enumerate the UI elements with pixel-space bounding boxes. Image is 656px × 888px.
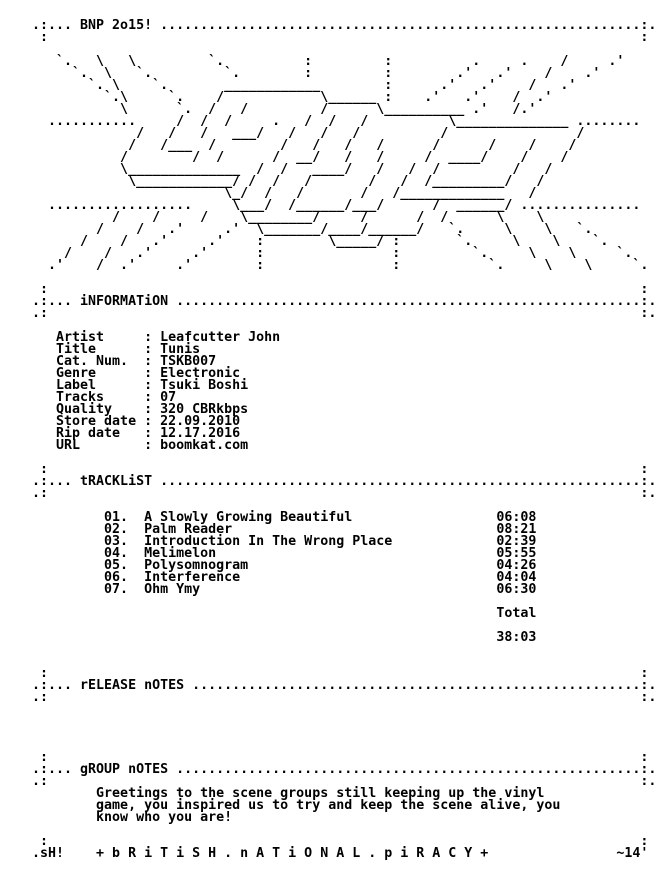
ascii-logo-line: / / .' .' : : `. \ \ `. bbox=[64, 246, 633, 261]
info-row: Artist : Leafcutter John bbox=[56, 330, 281, 345]
ascii-logo-line: / /___ / / / / / / / / / bbox=[128, 138, 577, 153]
nfo-document: .:... BNP 2o15! ........................… bbox=[32, 19, 656, 860]
border-line: : : bbox=[40, 834, 649, 849]
track-row: 02. Palm Reader 08:21 bbox=[104, 522, 537, 537]
info-row: Tracks : 07 bbox=[56, 390, 177, 405]
border-line: .: :. bbox=[32, 486, 656, 501]
ascii-logo-line: .................. \___/ /______/___/ / … bbox=[48, 198, 641, 213]
nfo-text: .:... BNP 2o15! ........................… bbox=[32, 19, 656, 860]
group-notes-line: Greetings to the scene groups still keep… bbox=[96, 786, 545, 801]
ascii-logo-line: `.\ `. / \______ : .' .' / .' bbox=[104, 90, 553, 105]
ascii-logo-line: .' / .' .' : : `. \ \ `. bbox=[48, 258, 649, 273]
footer-line: .sH! + b R i T i S H . n A T i O N A L .… bbox=[32, 846, 649, 861]
ascii-logo-line: / / / \________/ / / / \ \ bbox=[112, 210, 545, 225]
section-header-information: .:... iNFORMATiON ......................… bbox=[32, 294, 656, 309]
border-line: .: :. bbox=[32, 306, 656, 321]
ascii-logo-line: / / .' .' \_______/____/______/ `. \ \ `… bbox=[96, 222, 593, 237]
info-row: Store date : 22.09.2010 bbox=[56, 414, 241, 429]
ascii-logo-line: / / / ___/ / / / / / bbox=[136, 126, 585, 141]
section-header-tracklist: .:... tRACKLiST ........................… bbox=[32, 474, 656, 489]
total-label-line: Total bbox=[496, 606, 537, 621]
ascii-logo-line: ........... / / / . / / / \_____________… bbox=[48, 114, 641, 129]
ascii-logo-line: \ `. / / / \__________ .' /.' bbox=[120, 102, 537, 117]
border-line: .: :. bbox=[32, 690, 656, 705]
info-row: Genre : Electronic bbox=[56, 366, 241, 381]
track-row: 07. Ohm Ymy 06:30 bbox=[104, 582, 537, 597]
ascii-logo-line: / / .' .' : \_____/ : `. \ \ `. bbox=[80, 234, 609, 249]
ascii-logo-line: `. \ \ `. : : . . / .' bbox=[56, 54, 625, 69]
info-row: URL : boomkat.com bbox=[56, 438, 249, 453]
track-row: 01. A Slowly Growing Beautiful 06:08 bbox=[104, 510, 537, 525]
track-row: 05. Polysomnogram 04:26 bbox=[104, 558, 537, 573]
ascii-logo-line: \_/ / / / /_____________ / bbox=[224, 186, 537, 201]
info-row: Cat. Num. : TSKB007 bbox=[56, 354, 217, 369]
track-row: 03. Introduction In The Wrong Place 02:3… bbox=[104, 534, 537, 549]
group-notes-line: know who you are! bbox=[96, 810, 233, 825]
info-row: Label : Tsuki Boshi bbox=[56, 378, 249, 393]
track-row: 04. Melimelon 05:55 bbox=[104, 546, 537, 561]
header-title-line: .:... BNP 2o15! ........................… bbox=[32, 18, 656, 33]
ascii-logo-line: \______________ / / ____/ / / / / / bbox=[120, 162, 553, 177]
info-row: Title : Tunis bbox=[56, 342, 201, 357]
section-header-release-notes: .:... rELEASE nOTES ....................… bbox=[32, 678, 656, 693]
ascii-logo-line: \____________/ / / / / / /_________/ / bbox=[128, 174, 545, 189]
border-line: : : bbox=[40, 750, 649, 765]
total-time-line: 38:03 bbox=[496, 630, 537, 645]
border-line: : : bbox=[40, 282, 649, 297]
ascii-logo-line: / / / / __/ / / / ____/ / / bbox=[120, 150, 569, 165]
info-row: Quality : 320 CBRkbps bbox=[56, 402, 249, 417]
group-notes-line: game, you inspired us to try and keep th… bbox=[96, 798, 561, 813]
ascii-logo-line: `. \ `. `. : : .' .' / .' bbox=[72, 66, 601, 81]
track-row: 06. Interference 04:04 bbox=[104, 570, 537, 585]
info-row: Rip date : 12.17.2016 bbox=[56, 426, 241, 441]
ascii-logo-line: `. \ `. ____________ : .' .' / .' bbox=[88, 78, 577, 93]
border-line: .: :. bbox=[32, 774, 656, 789]
border-line: : : bbox=[40, 462, 649, 477]
border-line: : : bbox=[40, 30, 649, 45]
section-header-group-notes: .:... gROUP nOTES ......................… bbox=[32, 762, 656, 777]
border-line: : : bbox=[40, 666, 649, 681]
